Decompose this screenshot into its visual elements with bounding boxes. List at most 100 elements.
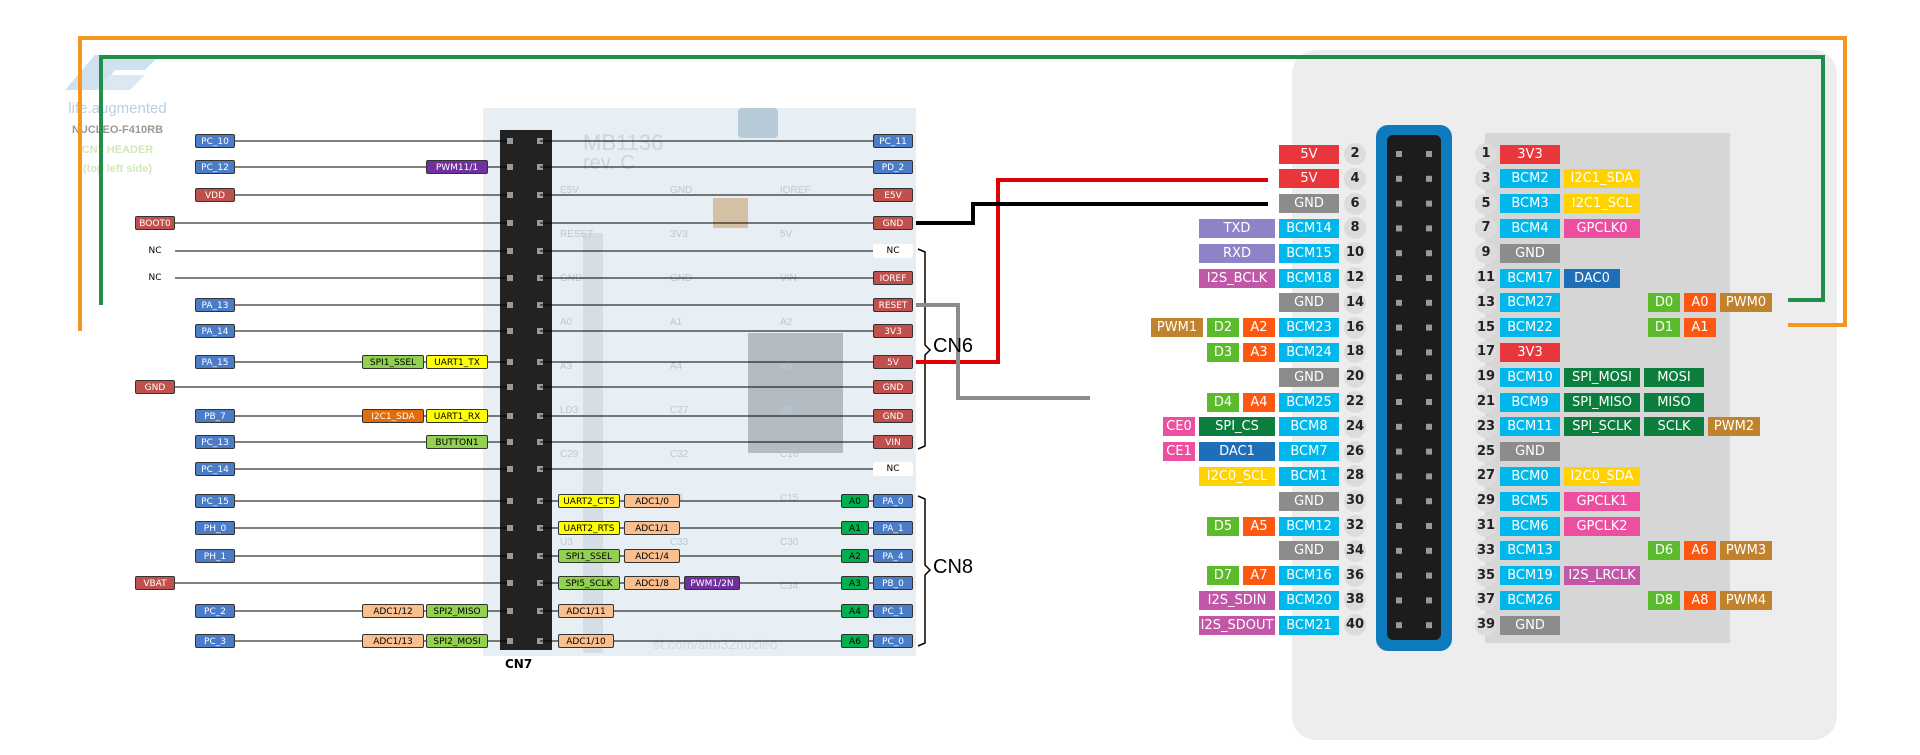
header-pin [507, 638, 513, 644]
rpi-label-sclk: SCLK [1644, 417, 1704, 437]
rpi-pin-number: 2 [1344, 143, 1366, 165]
header-pin [507, 192, 513, 198]
nucleo-left-alt-spi2-miso: SPI2_MISO [426, 604, 488, 618]
rpi-label-pwm1: PWM1 [1151, 318, 1203, 338]
rpi-label-gpclk2: GPCLK2 [1564, 516, 1640, 536]
rpi-label-dac0: DAC0 [1564, 268, 1620, 288]
nucleo-left-pin-boot0: BOOT0 [135, 216, 175, 230]
rpi-pin-number: 24 [1344, 415, 1366, 438]
header-pin [507, 498, 513, 504]
nucleo-right-alt-adc1-11: ADC1/11 [558, 604, 614, 618]
green-wire [99, 55, 1825, 305]
rpi-label-5v: 5V [1279, 144, 1339, 164]
rpi-label-dac1: DAC1 [1199, 442, 1275, 462]
nucleo-left-pin-pc_13: PC_13 [195, 435, 235, 449]
header-pin [1396, 374, 1402, 381]
silk-text: A3 [560, 361, 573, 372]
silk-text: RESET [560, 229, 594, 240]
nucleo-right-pin-nc: NC [873, 244, 913, 258]
header-pin [507, 439, 513, 445]
header-pin [1396, 448, 1402, 455]
nucleo-right-pin-3v3: 3V3 [873, 324, 913, 338]
header-pin [507, 413, 513, 419]
rpi-label-i2c1-scl: I2C1_SCL [1564, 194, 1640, 214]
nucleo-right-pin-gnd: GND [873, 380, 913, 394]
rpi-label-d4: D4 [1207, 392, 1239, 412]
rpi-label-d1: D1 [1648, 318, 1680, 338]
rpi-pin-number: 31 [1475, 515, 1497, 537]
cn6-brace [917, 248, 932, 450]
board-button [738, 108, 778, 138]
header-pin [1396, 299, 1402, 306]
rpi-pin-number: 18 [1344, 341, 1366, 364]
rpi-pin-number: 16 [1344, 316, 1366, 339]
rpi-label-a7: A7 [1243, 566, 1275, 586]
header-pin [1396, 151, 1402, 157]
board-chip [748, 333, 843, 453]
header-pin [1426, 349, 1432, 356]
header-pin [507, 553, 513, 559]
header-pin [507, 608, 513, 614]
silk-text: C27 [670, 405, 689, 416]
rpi-label-i2c1-sda: I2C1_SDA [1564, 169, 1640, 189]
nucleo-right-alt-uart2-rts: UART2_RTS [558, 521, 620, 535]
nucleo-left-pin-vdd: VDD [195, 188, 235, 202]
rpi-pin-number: 15 [1475, 316, 1497, 339]
silk-text: C33 [670, 537, 689, 548]
silk-text: C16 [780, 449, 799, 460]
rpi-label-bcm23: BCM23 [1279, 318, 1339, 338]
header-pin [1396, 324, 1402, 331]
silk-text: 3V3 [670, 229, 688, 240]
header-pin [1396, 423, 1402, 430]
rpi-label-pwm3: PWM3 [1720, 541, 1772, 561]
st-logo-icon [65, 55, 160, 90]
header-pin [507, 138, 513, 144]
silk-text: U5 [780, 405, 793, 416]
header-pin [1426, 523, 1432, 529]
rpi-label-gnd: GND [1500, 615, 1560, 635]
rpi-label-d7: D7 [1207, 566, 1239, 586]
silk-text: C34 [780, 581, 799, 592]
header-pin [1396, 250, 1402, 257]
header-pin [1426, 399, 1432, 405]
nucleo-right-alt-a1: A1 [841, 521, 869, 535]
nucleo-right-pin-gnd: GND [873, 409, 913, 423]
rpi-label-bcm14: BCM14 [1279, 218, 1339, 238]
header-pin [507, 164, 513, 170]
rpi-pin-number: 25 [1475, 440, 1497, 463]
header-pin [1426, 498, 1432, 505]
rpi-label-bcm13: BCM13 [1500, 541, 1560, 561]
nucleo-right-pin-5v: 5V [873, 355, 913, 369]
board-header-cn6 [583, 233, 603, 653]
header-pin [1426, 225, 1432, 232]
board-url: st.com/stm32nucleo [653, 636, 778, 652]
rpi-pin-number: 17 [1475, 341, 1497, 364]
rpi-label-a3: A3 [1243, 342, 1275, 362]
rpi-label-d5: D5 [1207, 516, 1239, 536]
nucleo-left-pin-pa_14: PA_14 [195, 324, 235, 338]
header-pin [1396, 622, 1402, 629]
rpi-label-a4: A4 [1243, 392, 1275, 412]
rpi-label-i2s-bclk: I2S_BCLK [1199, 268, 1275, 288]
nucleo-right-alt-a4: A4 [841, 604, 869, 618]
header-pin [1426, 448, 1432, 455]
rpi-pin-number: 14 [1344, 291, 1366, 314]
nucleo-left-pin-pa_15: PA_15 [195, 355, 235, 369]
rpi-pin-number: 12 [1344, 267, 1366, 289]
nucleo-left-pin-pc_12: PC_12 [195, 160, 235, 174]
header-pin [1396, 473, 1402, 480]
rpi-label-bcm1: BCM1 [1279, 466, 1339, 486]
nucleo-right-alt-adc1-4: ADC1/4 [624, 549, 680, 563]
nucleo-right-alt-pwm1-2n: PWM1/2N [684, 576, 740, 590]
logo-board: NUCLEO-F410RB [71, 124, 164, 136]
rpi-pin-number: 32 [1344, 515, 1366, 537]
header-pin [507, 328, 513, 334]
rpi-pin-number: 36 [1344, 564, 1366, 587]
rpi-pin-number: 23 [1475, 415, 1497, 438]
nucleo-right-pin-pa_1: PA_1 [873, 521, 913, 535]
rpi-label-gpclk0: GPCLK0 [1564, 218, 1640, 238]
rpi-label-gnd: GND [1500, 442, 1560, 462]
silk-text: IOREF [780, 185, 811, 196]
rpi-pin-number: 6 [1344, 192, 1366, 215]
rpi-label-gpclk1: GPCLK1 [1564, 491, 1640, 511]
